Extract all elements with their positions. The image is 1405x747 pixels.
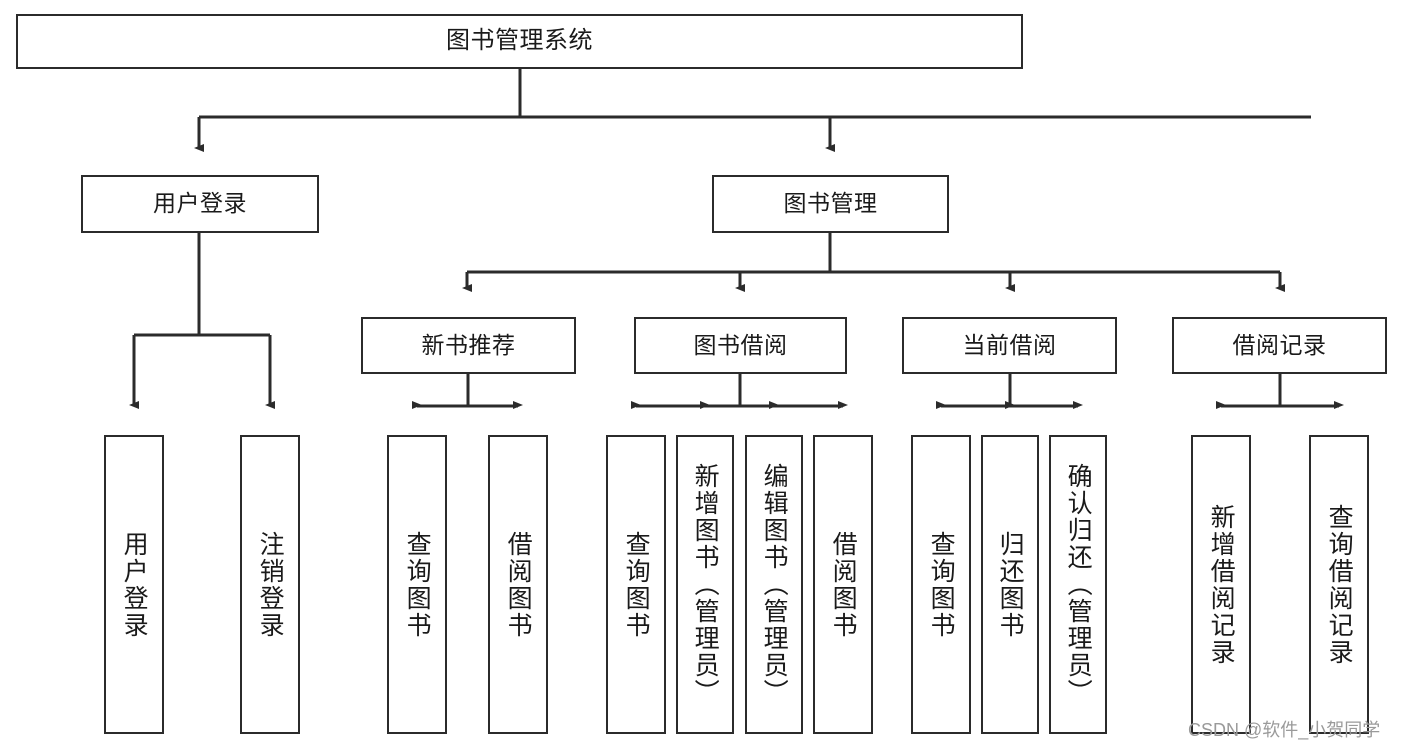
node-current-borrow[interactable]: 当前借阅 xyxy=(902,317,1117,374)
node-borrow-record[interactable]: 借阅记录 xyxy=(1172,317,1387,374)
node-new-book-rec-label: 新书推荐 xyxy=(421,331,516,358)
leaf-add-book-label: 新增图书（管理员） xyxy=(691,463,720,706)
leaf-add-record-label: 新增借阅记录 xyxy=(1207,503,1236,666)
node-root[interactable]: 图书管理系统 xyxy=(16,14,1023,69)
node-root-label: 图书管理系统 xyxy=(446,27,593,55)
leaf-edit-book-label: 编辑图书（管理员） xyxy=(760,463,789,706)
leaf-borrow-book-1-label: 借阅图书 xyxy=(504,530,533,639)
leaf-query-book-1-label: 查询图书 xyxy=(403,530,432,639)
leaf-query-book-3[interactable]: 查询图书 xyxy=(911,435,971,734)
leaf-logout[interactable]: 注销登录 xyxy=(240,435,300,734)
leaf-borrow-book-2[interactable]: 借阅图书 xyxy=(813,435,873,734)
leaf-borrow-book-2-label: 借阅图书 xyxy=(829,530,858,639)
leaf-user-login-label: 用户登录 xyxy=(120,530,149,639)
node-user-login-label: 用户登录 xyxy=(153,190,247,217)
leaf-query-book-3-label: 查询图书 xyxy=(927,530,956,639)
leaf-edit-book[interactable]: 编辑图书（管理员） xyxy=(745,435,803,734)
node-book-manage-label: 图书管理 xyxy=(783,190,878,217)
watermark: CSDN @软件_小贺同学 xyxy=(1188,720,1381,740)
node-book-manage[interactable]: 图书管理 xyxy=(712,175,949,233)
leaf-return-book[interactable]: 归还图书 xyxy=(981,435,1039,734)
leaf-add-record[interactable]: 新增借阅记录 xyxy=(1191,435,1251,734)
leaf-return-book-label: 归还图书 xyxy=(996,530,1025,639)
leaf-logout-label: 注销登录 xyxy=(256,530,285,639)
leaf-query-record-label: 查询借阅记录 xyxy=(1325,503,1354,666)
leaf-user-login[interactable]: 用户登录 xyxy=(104,435,164,734)
node-user-login[interactable]: 用户登录 xyxy=(81,175,319,233)
leaf-query-book-2-label: 查询图书 xyxy=(622,530,651,639)
leaf-confirm-return[interactable]: 确认归还（管理员） xyxy=(1049,435,1107,734)
node-borrow-record-label: 借阅记录 xyxy=(1232,331,1327,358)
leaf-query-book-1[interactable]: 查询图书 xyxy=(387,435,447,734)
leaf-borrow-book-1[interactable]: 借阅图书 xyxy=(488,435,548,734)
node-book-borrow[interactable]: 图书借阅 xyxy=(634,317,847,374)
node-new-book-rec[interactable]: 新书推荐 xyxy=(361,317,576,374)
node-book-borrow-label: 图书借阅 xyxy=(693,331,788,358)
leaf-query-record[interactable]: 查询借阅记录 xyxy=(1309,435,1369,734)
node-current-borrow-label: 当前借阅 xyxy=(962,331,1057,358)
leaf-confirm-return-label: 确认归还（管理员） xyxy=(1064,463,1093,706)
leaf-query-book-2[interactable]: 查询图书 xyxy=(606,435,666,734)
leaf-add-book[interactable]: 新增图书（管理员） xyxy=(676,435,734,734)
